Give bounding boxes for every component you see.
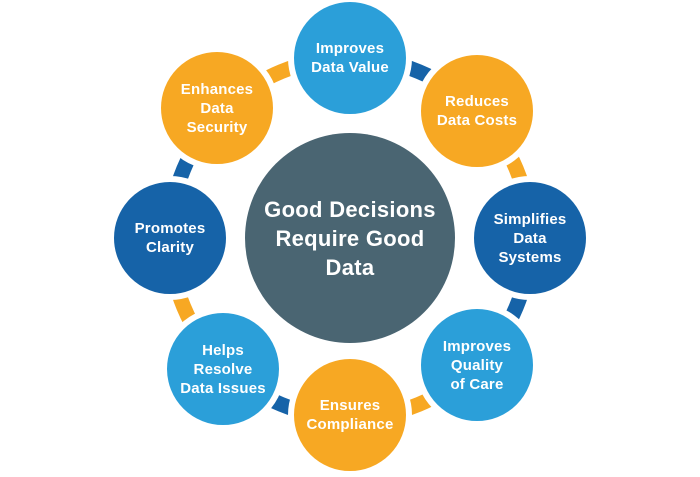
- node-ensures-compliance: Ensures Compliance: [288, 353, 412, 477]
- node-improves-data-value: Improves Data Value: [288, 0, 412, 120]
- node-helps-resolve-data-issues: Helps Resolve Data Issues: [161, 307, 285, 431]
- node-promotes-clarity: Promotes Clarity: [108, 176, 232, 300]
- node-label: Ensures Compliance: [306, 397, 394, 433]
- node-improves-quality-of-care: Improves Quality of Care: [415, 303, 539, 427]
- node-label: Simplifies Data Systems: [493, 210, 567, 266]
- node-label: Helps Resolve Data Issues: [180, 341, 266, 397]
- node-enhances-data-security: Enhances Data Security: [155, 46, 279, 170]
- center-label: Good Decisions Require Good Data: [264, 196, 436, 280]
- node-label: Improves Data Value: [311, 40, 389, 76]
- center-circle: Good Decisions Require Good Data: [245, 133, 455, 343]
- node-label: Reduces Data Costs: [436, 93, 518, 129]
- node-label: Enhances Data Security: [180, 80, 254, 136]
- node-simplifies-data-systems: Simplifies Data Systems: [468, 176, 592, 300]
- node-label: Improves Quality of Care: [442, 337, 512, 393]
- node-reduces-data-costs: Reduces Data Costs: [415, 49, 539, 173]
- node-label: Promotes Clarity: [134, 220, 206, 256]
